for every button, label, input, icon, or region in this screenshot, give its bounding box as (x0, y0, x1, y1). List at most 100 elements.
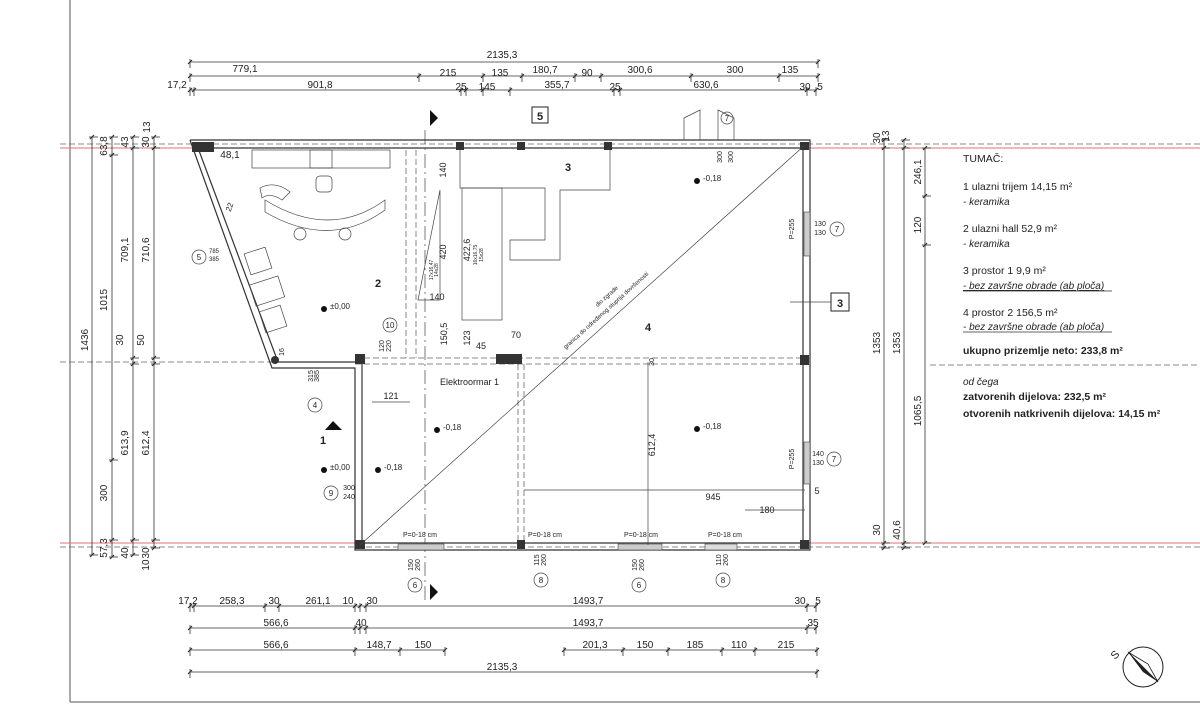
dimension-line (416, 73, 422, 79)
dim-text: 30 (799, 82, 811, 93)
dim-text: 300 (727, 65, 744, 76)
dim-text: 220 (386, 340, 393, 352)
dim-text: 140 (438, 162, 448, 177)
reception-furniture (243, 149, 391, 334)
dim-text: 246,1 (913, 159, 924, 184)
dimension-line (109, 537, 115, 543)
inner-dimensions: 48,1 22 140 140 420 422,6 17x16,47 14x28… (220, 150, 820, 545)
dim-text: 422,6 (462, 239, 472, 262)
legend-item-4: 4 prostor 2 156,5 m² (963, 307, 1058, 319)
dim-text: 30 (366, 596, 378, 607)
dimension-line (187, 647, 193, 653)
dimension-line (922, 242, 928, 248)
dimension-line (151, 545, 157, 551)
mark-text: 785 (209, 249, 220, 255)
dimension-line (130, 134, 136, 140)
dimension-line (813, 603, 819, 609)
dimension-line (881, 540, 887, 546)
dimension-line (352, 647, 358, 653)
dim-text: 2135,3 (487, 662, 518, 673)
dim-text: 150 (637, 640, 654, 651)
dim-text: 16 (279, 348, 286, 356)
dimension-line (357, 603, 363, 609)
dimension-line (187, 625, 193, 631)
mark-text: 7 (832, 455, 837, 464)
legend-total: ukupno prizemlje neto: 233,8 m² (963, 345, 1123, 357)
dim-text: 40 (120, 547, 131, 559)
dimension-line (352, 625, 358, 631)
dim-text: 1436 (80, 328, 91, 351)
bottom-dimensions: 17,2 258,3 30 261,1 10 30 1493,7 30 5 56… (178, 596, 821, 673)
dim-text: 13 (142, 121, 153, 133)
left-dimensions: 1436 63,8 1015 300 57,3 43 709,1 30 613,… (80, 121, 153, 571)
window-label: P=0-18 cm (403, 532, 437, 539)
dim-text: 120 (379, 340, 386, 352)
dim-text: 201,3 (582, 640, 607, 651)
dimension-line (151, 134, 157, 140)
window-label: P=0-18 cm (708, 532, 742, 539)
dim-text: 25 (609, 82, 621, 93)
dim-text: 16x16,75 (473, 244, 479, 265)
dimension-line (815, 59, 821, 65)
dimension-line (480, 73, 486, 79)
dim-text: 180,7 (532, 65, 557, 76)
window-label: P=0-18 cm (624, 532, 658, 539)
dim-text: 1015 (99, 288, 110, 311)
level-marker: ±0,00 (321, 463, 351, 473)
boundary-note-line2: granica do određenog stupnja dovršenosti (563, 272, 650, 351)
mark-text: 130 (814, 221, 826, 228)
dimension-line (611, 87, 617, 93)
dimension-line (187, 669, 193, 675)
dimension-line (814, 647, 820, 653)
dimension-line (130, 552, 136, 558)
dim-text: 420 (438, 244, 448, 259)
dim-text: 45 (476, 341, 486, 351)
legend-closed: zatvorenih dijelova: 232,5 m² (963, 391, 1106, 403)
dim-text: 1493,7 (573, 618, 604, 629)
window-labels: P=0-18 cm P=0-18 cm P=0-18 cm P=0-18 cm … (403, 219, 796, 539)
tag-label: 3 (837, 298, 843, 310)
dim-text: 566,6 (263, 640, 288, 651)
boundary-note: dio zgrade granica do određenog stupnja … (563, 272, 650, 351)
mark-text: 260 (415, 559, 422, 571)
mark-text: 150 (632, 559, 639, 571)
dim-text: 261,1 (305, 596, 330, 607)
dimension-line (187, 59, 193, 65)
dim-text: 30 (115, 334, 126, 346)
dimension-line (357, 625, 363, 631)
room-number: 1 (320, 435, 326, 447)
dim-text: 13 (881, 130, 892, 142)
dim-text: 215 (778, 640, 795, 651)
legend-item-2: 2 ulazni hall 52,9 m² (963, 223, 1057, 235)
dim-text: 30 (794, 596, 806, 607)
dim-text: 258,3 (219, 596, 244, 607)
dim-text: 945 (705, 492, 720, 502)
mark-text: 130 (812, 460, 824, 467)
dimension-line (507, 87, 513, 93)
dimension-line (187, 87, 193, 93)
dim-text: 300 (717, 151, 724, 163)
dim-text: 2135,3 (487, 50, 518, 61)
dim-text: 121 (383, 391, 398, 401)
dimension-line (89, 134, 95, 140)
dim-text: 15x28 (479, 248, 485, 262)
dim-text: 5 (817, 82, 823, 93)
dimension-line (151, 145, 157, 151)
tag-label: 5 (537, 111, 543, 123)
mark-text: 4 (313, 401, 318, 410)
section-marker-bottom-icon (430, 584, 438, 600)
level-marker: -0,18 (694, 174, 722, 184)
dimension-line (109, 152, 115, 158)
dimension-line (922, 145, 928, 151)
dim-text: 5 (814, 486, 819, 496)
dim-text: 17,2 (178, 596, 198, 607)
dim-text: 10 (342, 596, 354, 607)
dimension-line (804, 625, 810, 631)
legend-item-2-finish: - keramika (963, 239, 1010, 250)
legend: TUMAČ: 1 ulazni trijem 14,15 m² - kerami… (963, 152, 1161, 420)
level-text: -0,18 (703, 174, 722, 183)
dimension-line (804, 603, 810, 609)
dimension-line (130, 145, 136, 151)
